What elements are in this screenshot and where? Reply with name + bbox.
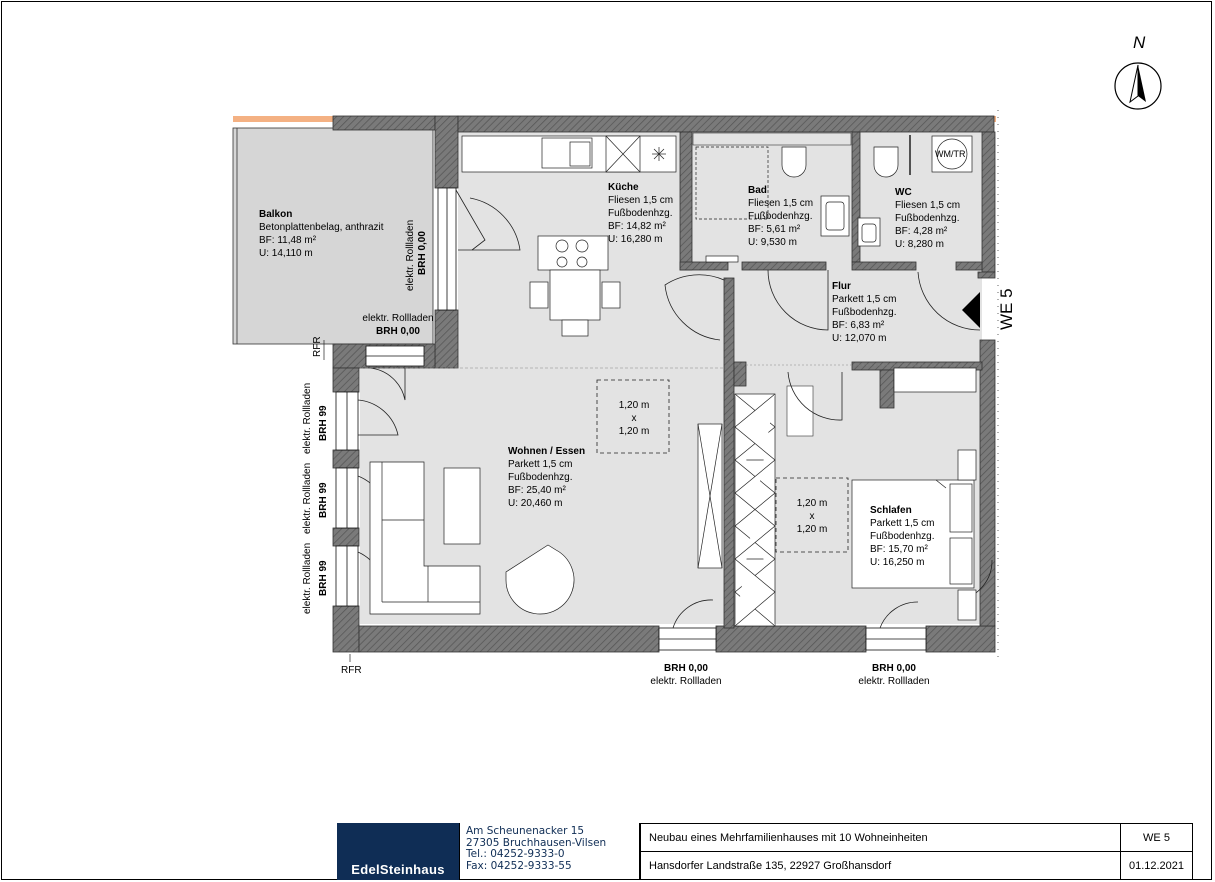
bathroom-fixtures [695,135,973,263]
room-label-wohnen: Wohnen / Essen Parkett 1,5 cm Fußbodenhz… [508,446,586,509]
window-label-kitchen-brh: BRH 0,00 [417,231,428,275]
room-label-schlafen: Schlafen Parkett 1,5 cm Fußbodenhzg. BF:… [870,505,935,568]
wardrobe [734,367,977,627]
company-address: Am Scheunenacker 15 27305 Bruchhausen-Vi… [459,823,640,880]
unit-number: WE 5 [1120,823,1193,852]
window-label-bedroom-south: BRH 0,00 elektr. Rollladen [858,663,930,687]
window-label-west-2: elektr. Rollladen [302,462,313,534]
window-label-west-1: elektr. Rollladen [302,382,313,454]
balcony-edge [233,116,333,122]
clearance-label-bedroom: 1,20 m x 1,20 m [796,498,828,535]
rfr-label-bottom: RFR [341,665,362,676]
window-label-west-2-brh: BRH 99 [318,482,329,518]
window-label-balcony: elektr. Rollladen BRH 0,00 [362,313,434,337]
company-name: EdelSteinhaus [351,862,445,877]
windows [335,187,927,651]
plan-date: 01.12.2021 [1120,851,1193,880]
clearance-bedroom [775,477,849,553]
apartment-marker: WE 5 [997,288,1016,330]
project-address: Hansdorfer Landstraße 135, 22927 Großhan… [640,851,1121,880]
room-label-flur: Flur Parkett 1,5 cm Fußbodenhzg. BF: 6,8… [832,281,897,344]
title-block: EdelSteinhaus Am Scheunenacker 15 27305 … [337,823,1193,880]
rfr-label-left: RFR [312,336,323,357]
room-label-kueche: Küche Fliesen 1,5 cm Fußbodenhzg. BF: 14… [608,182,674,245]
room-label-balkon: Balkon Betonplattenbelag, anthrazit BF: … [259,209,384,259]
living-furniture [369,423,723,615]
window-label-west-3-brh: BRH 99 [318,560,329,596]
window-label-living-south: BRH 0,00 elektr. Rollladen [650,663,722,687]
room-label-bad: Bad Fliesen 1,5 cm Fußbodenhzg. BF: 5,61… [748,185,814,248]
entrance-arrow-icon [962,292,980,328]
room-label-wc: WC Fliesen 1,5 cm Fußbodenhzg. BF: 4,28 … [895,187,961,250]
kitchen-counter [461,135,677,337]
bed [851,449,977,621]
washer-dryer-label: WM/TR [935,149,966,159]
north-label: N [1133,33,1146,52]
window-label-west-3: elektr. Rollladen [302,542,313,614]
window-label-kitchen: elektr. Rollladen [405,219,416,291]
apartment-floor [360,132,982,624]
clearance-living [596,379,670,454]
clearance-label-living: 1,20 m x 1,20 m [618,400,650,437]
company-logo: EdelSteinhaus [337,823,459,880]
project-title: Neubau eines Mehrfamilienhauses mit 10 W… [640,823,1121,852]
window-label-west-1-brh: BRH 99 [318,405,329,441]
walls [332,115,996,653]
north-arrow-icon [1114,62,1162,110]
